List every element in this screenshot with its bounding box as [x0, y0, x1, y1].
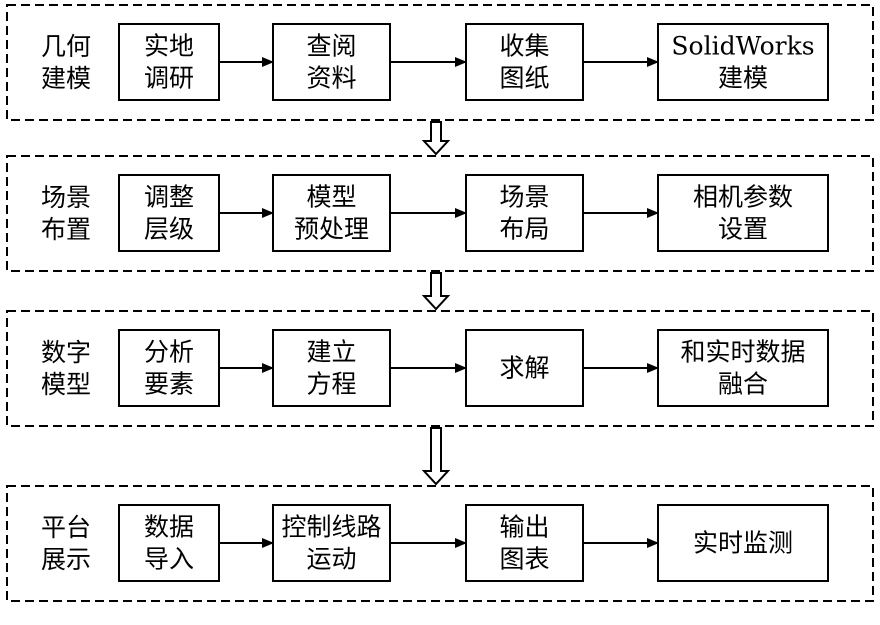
step-label: 数据 — [144, 513, 194, 542]
step-label: 分析 — [144, 338, 194, 367]
stage-transition-arrow — [421, 121, 451, 156]
step-label: 实地 — [144, 32, 194, 61]
step-label: 场景 — [499, 183, 549, 212]
step-box — [272, 174, 391, 252]
stage-label: 平台 — [41, 513, 91, 542]
step-label: 建模 — [718, 64, 768, 93]
stage-label: 场景 — [41, 183, 91, 212]
step-label: 导入 — [144, 545, 194, 574]
step-label: 模型 — [306, 183, 356, 212]
step-box — [465, 174, 584, 252]
step-label: 要素 — [144, 370, 194, 399]
step-box — [465, 329, 584, 407]
step-box — [118, 23, 220, 101]
stage-label: 模型 — [41, 370, 91, 399]
step-label: 和实时数据 — [680, 338, 805, 367]
step-box — [657, 174, 829, 252]
step-label: 调整 — [144, 183, 194, 212]
step-label: 输出 — [499, 513, 549, 542]
step-label: 实时监测 — [693, 529, 793, 558]
step-label: 设置 — [718, 215, 768, 244]
step-label: 图表 — [499, 545, 549, 574]
step-label: 求解 — [499, 354, 549, 383]
step-label: 图纸 — [499, 64, 549, 93]
step-box — [118, 329, 220, 407]
stage-label: 展示 — [41, 545, 91, 574]
step-label: 查阅 — [306, 32, 356, 61]
step-label: 运动 — [306, 545, 356, 574]
stage-frame — [6, 310, 874, 427]
stage-frame — [6, 485, 874, 602]
step-label: 相机参数 — [693, 183, 793, 212]
step-label: 调研 — [144, 64, 194, 93]
step-label: 方程 — [306, 370, 356, 399]
step-label: 资料 — [306, 64, 356, 93]
step-box — [465, 23, 584, 101]
step-label: SolidWorks — [671, 32, 814, 61]
step-label: 布局 — [499, 215, 549, 244]
stage-label: 建模 — [41, 64, 91, 93]
step-box — [272, 23, 391, 101]
step-box — [272, 504, 391, 582]
step-box — [465, 504, 584, 582]
step-box — [118, 174, 220, 252]
stage-frame — [6, 4, 874, 121]
stage-frame — [6, 155, 874, 272]
step-box — [272, 329, 391, 407]
step-label: 预处理 — [294, 215, 369, 244]
step-label: 层级 — [144, 215, 194, 244]
stage-transition-arrow — [421, 272, 451, 311]
step-box — [657, 504, 829, 582]
step-label: 融合 — [718, 370, 768, 399]
stage-label: 数字 — [41, 338, 91, 367]
stage-label: 几何 — [41, 32, 91, 61]
step-label: 收集 — [499, 32, 549, 61]
step-box — [118, 504, 220, 582]
step-box — [657, 23, 829, 101]
stage-transition-arrow — [421, 427, 451, 486]
step-label: 控制线路 — [281, 513, 381, 542]
step-box — [657, 329, 829, 407]
stage-label: 布置 — [41, 215, 91, 244]
step-label: 建立 — [306, 338, 356, 367]
